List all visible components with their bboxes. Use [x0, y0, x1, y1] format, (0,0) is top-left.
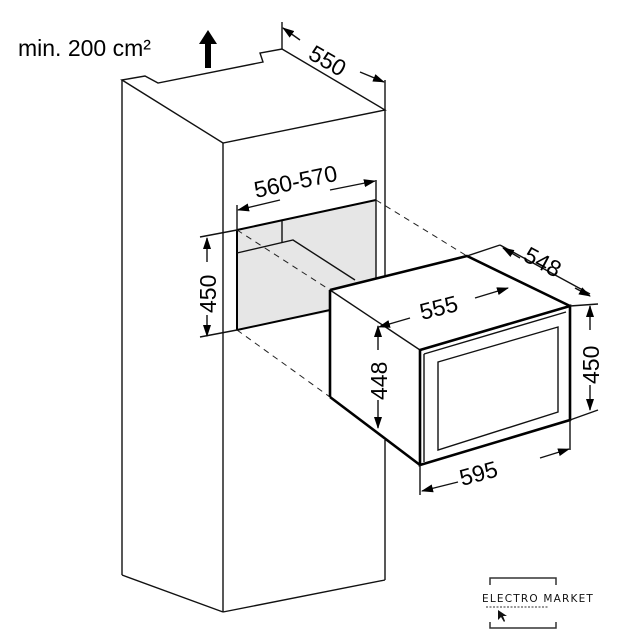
- dimension-lines: [199, 22, 599, 495]
- dim-niche-height: 450: [195, 275, 221, 313]
- dim-appliance-front-width: 595: [457, 456, 501, 491]
- dim-appliance-front-height: 450: [578, 346, 604, 384]
- electro-market-logo: ELECTRO MARKET: [482, 577, 594, 629]
- dim-appliance-body-height: 448: [366, 362, 392, 400]
- dim-cabinet-depth: 550: [305, 40, 351, 82]
- ventilation-label: min. 200 cm²: [18, 35, 151, 61]
- projection-lines: [236, 199, 468, 398]
- dim-niche-width: 560-570: [252, 160, 340, 203]
- logo-text: ELECTRO MARKET: [482, 593, 594, 605]
- niche-opening: [236, 180, 377, 331]
- ventilation-arrow-icon: [199, 30, 217, 68]
- cursor-icon: [498, 610, 507, 622]
- tall-cabinet: [120, 48, 387, 613]
